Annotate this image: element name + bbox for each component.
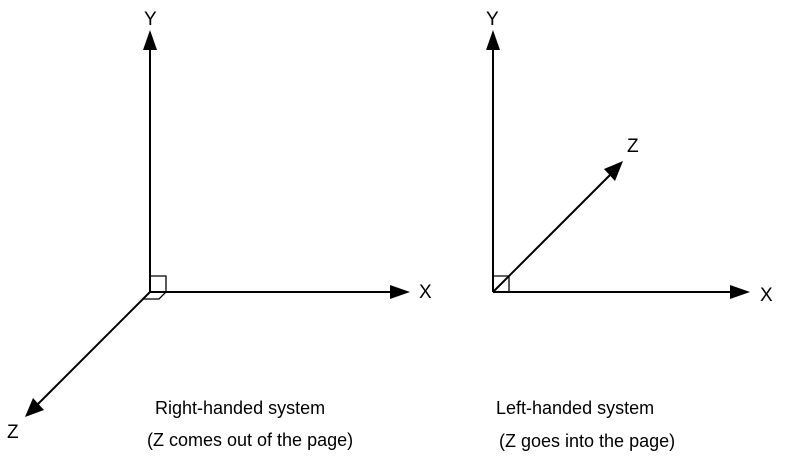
right-corner-box <box>141 275 167 300</box>
left-z-axis <box>492 172 613 293</box>
left-z-axis-label: Z <box>627 136 639 157</box>
right-z-arrowhead <box>25 398 44 417</box>
right-y-axis-label: Y <box>144 9 157 30</box>
right-z-axis <box>35 291 151 407</box>
left-subcaption: (Z goes into the page) <box>499 431 675 451</box>
right-handed-system: Y X Z Right-handed system (Z comes out o… <box>7 9 432 450</box>
right-x-arrowhead <box>390 285 410 299</box>
right-subcaption: (Z comes out of the page) <box>147 430 353 450</box>
right-y-arrowhead <box>143 30 157 50</box>
left-caption: Left-handed system <box>496 398 654 418</box>
left-y-axis-label: Y <box>486 9 499 30</box>
left-handed-system: Y X Z Left-handed system (Z goes into th… <box>486 9 773 451</box>
left-x-arrowhead <box>730 285 750 299</box>
right-x-axis-label: X <box>419 282 432 303</box>
left-x-axis-label: X <box>760 285 773 306</box>
left-corner-box <box>493 275 510 292</box>
right-caption: Right-handed system <box>155 398 325 418</box>
left-z-arrowhead <box>604 161 623 181</box>
right-z-axis-label: Z <box>7 422 19 443</box>
left-y-arrowhead <box>486 30 500 50</box>
